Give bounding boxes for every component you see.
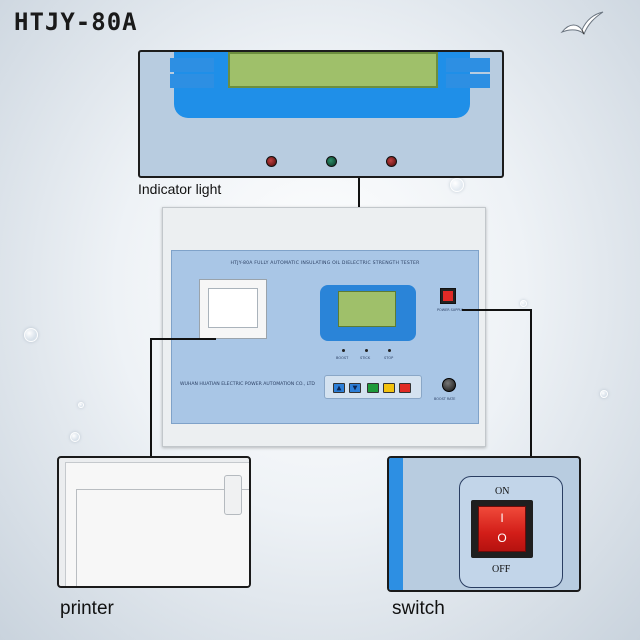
printer-slot <box>208 288 258 328</box>
printer-zoom <box>57 456 251 588</box>
connector-line <box>150 338 216 340</box>
device-printer <box>199 279 267 339</box>
bubble-decoration <box>520 300 527 307</box>
device-front-panel: HTJY-80A FULLY AUTOMATIC INSULATING OIL … <box>171 250 479 424</box>
main-device: HTJY-80A FULLY AUTOMATIC INSULATING OIL … <box>162 207 486 447</box>
stop-led-label: STOP <box>384 356 394 360</box>
bubble-decoration <box>600 390 608 398</box>
lcd-screen <box>228 52 438 88</box>
boost-led-icon <box>342 349 345 352</box>
device-caption: HTJY-80A FULLY AUTOMATIC INSULATING OIL … <box>230 261 420 266</box>
stick-led-icon <box>365 349 368 352</box>
red-led-icon <box>386 156 397 167</box>
product-title: HTJY-80A <box>14 8 138 36</box>
rocker-switch-housing: I O <box>471 500 533 558</box>
panel-tab-right-lower <box>446 74 490 88</box>
rocker-switch[interactable]: I O <box>478 506 526 552</box>
boost-rate-knob[interactable] <box>442 378 456 392</box>
power-switch-rocker <box>443 291 453 301</box>
switch-zoom: ON I O OFF <box>387 456 581 592</box>
indicator-light-label: Indicator light <box>138 181 222 197</box>
panel-tab-left <box>170 58 214 72</box>
bubble-decoration <box>78 402 84 408</box>
arrow-up-icon <box>336 385 342 391</box>
company-name: WUHAN HUATIAN ELECTRIC POWER AUTOMATION … <box>180 382 315 387</box>
printer-label: printer <box>60 598 114 619</box>
connector-line <box>530 309 532 458</box>
switch-label: switch <box>392 598 445 619</box>
connector-line <box>358 178 360 208</box>
panel-tab-left-lower <box>170 74 214 88</box>
power-supply-label: POWER SUPPLY <box>437 308 463 312</box>
switch-i-symbol: I <box>500 511 504 525</box>
connector-line <box>150 338 152 458</box>
red-key[interactable] <box>399 383 411 393</box>
yellow-key[interactable] <box>383 383 395 393</box>
device-display-frame <box>320 285 416 341</box>
bubble-decoration <box>24 328 38 342</box>
green-led-icon <box>326 156 337 167</box>
printer-paper-edge <box>76 489 249 586</box>
green-key[interactable] <box>367 383 379 393</box>
panel-strip <box>389 458 403 590</box>
bubble-decoration <box>70 432 80 442</box>
connector-line <box>462 309 532 311</box>
panel-tab-right <box>446 58 490 72</box>
arrow-down-icon <box>352 385 358 391</box>
boost-rate-label: BOOST RATE <box>434 397 456 401</box>
switch-off-label: OFF <box>492 564 511 575</box>
indicator-light-zoom <box>138 50 504 178</box>
keypad <box>324 375 422 399</box>
device-power-switch[interactable] <box>440 288 456 304</box>
switch-o-symbol: O <box>497 531 507 545</box>
printer-body <box>65 462 249 586</box>
stop-led-icon <box>388 349 391 352</box>
switch-on-label: ON <box>495 486 510 497</box>
stick-led-label: STICK <box>360 356 371 360</box>
red-led-icon <box>266 156 277 167</box>
device-lcd <box>338 291 396 327</box>
seagull-icon <box>560 11 604 35</box>
printer-latch[interactable] <box>224 475 242 515</box>
bubble-decoration <box>450 178 464 192</box>
boost-led-label: BOOST <box>336 356 349 360</box>
